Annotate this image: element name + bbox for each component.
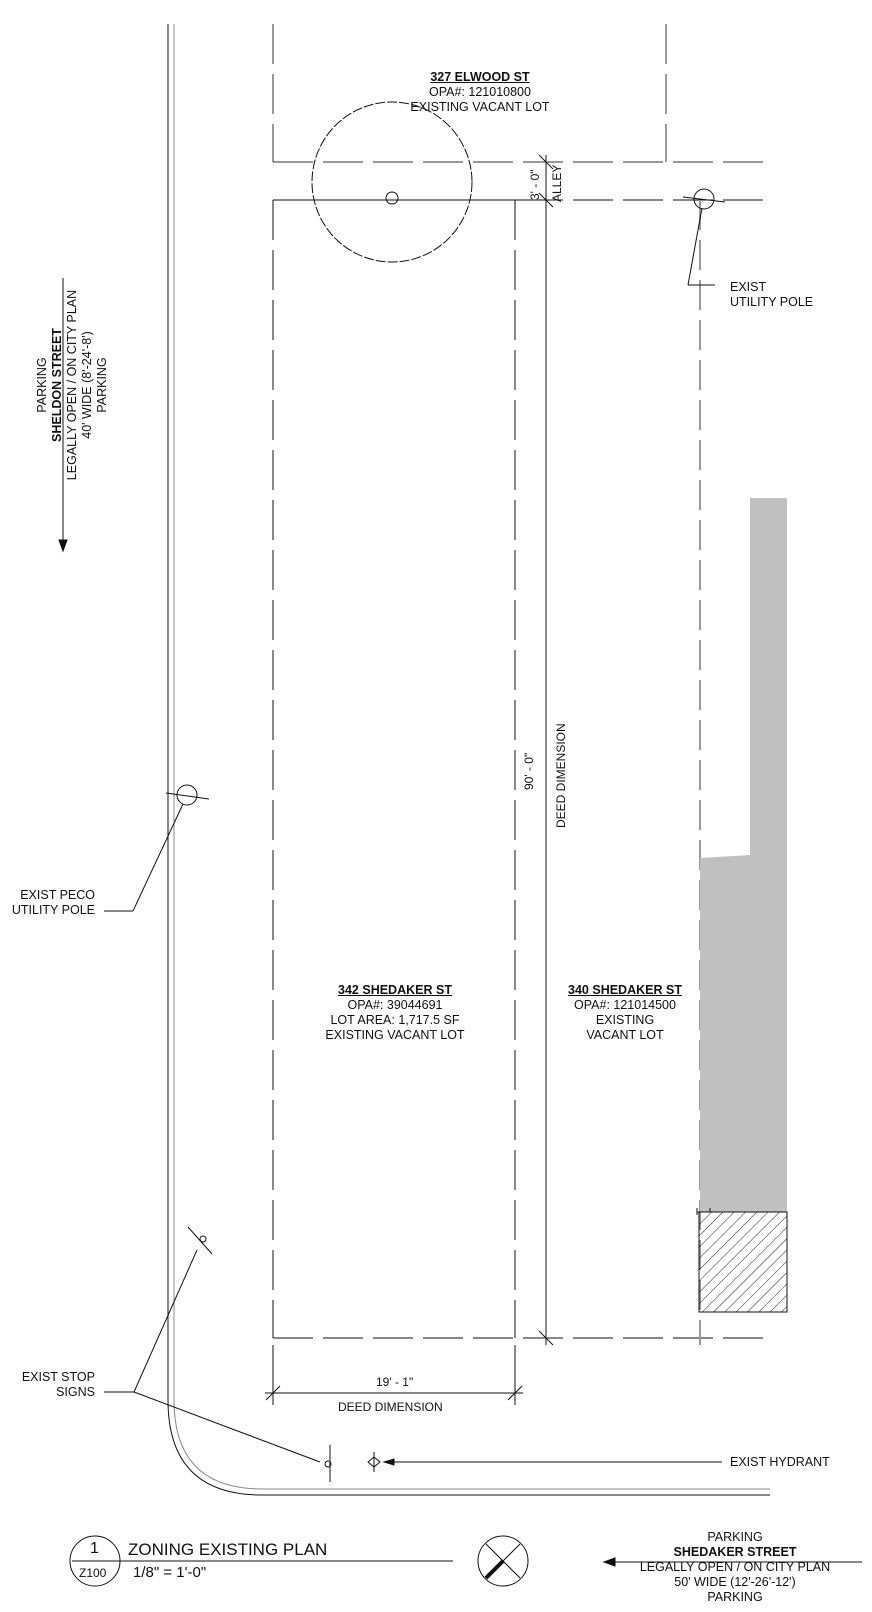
- north-arrow-icon: [477, 1535, 529, 1587]
- shedaker-legal-status: LEGALLY OPEN / ON CITY PLAN: [639, 1560, 831, 1574]
- hydrant-callout: EXIST HYDRANT: [730, 1455, 830, 1470]
- subject-lot-label: 342 SHEDAKER ST OPA#: 39044691 LOT AREA:…: [310, 983, 480, 1043]
- north-lot-opa: OPA#: 121010800: [429, 85, 531, 99]
- subject-lot-area: LOT AREA: 1,717.5 SF: [330, 1013, 460, 1027]
- peco-pole-icon: [104, 784, 210, 912]
- sheldon-street-name: SHELDON STREET: [50, 328, 64, 442]
- view-scale: 1/8" = 1'-0": [133, 1564, 207, 1581]
- east-lot-opa: OPA#: 121014500: [574, 998, 676, 1012]
- east-lot-status-1: EXISTING: [595, 1013, 655, 1027]
- peco-pole-callout-line1: EXIST PECO: [20, 888, 95, 902]
- shedaker-street-name: SHEDAKER STREET: [673, 1545, 797, 1559]
- subject-lot-opa: OPA#: 39044691: [347, 998, 443, 1012]
- shedaker-street-label: PARKING SHEDAKER STREET LEGALLY OPEN / O…: [625, 1530, 845, 1605]
- tree-canopy-icon: [311, 101, 473, 263]
- sheldon-parking-1: PARKING: [35, 357, 49, 413]
- shedaker-parking-1: PARKING: [707, 1530, 763, 1544]
- peco-pole-callout: EXIST PECO UTILITY POLE: [0, 888, 95, 918]
- north-lot-address: 327 ELWOOD ST: [430, 70, 530, 84]
- shedaker-direction-arrow: [602, 1557, 862, 1567]
- shedaker-parking-2: PARKING: [707, 1590, 763, 1604]
- adjacent-building: [700, 498, 787, 1212]
- stop-signs-callout-line2: SIGNS: [56, 1385, 95, 1399]
- subject-lot-status: EXISTING VACANT LOT: [325, 1028, 465, 1042]
- stop-sign-icon: [104, 1226, 332, 1482]
- hatched-structure: [698, 1211, 788, 1313]
- sheldon-street-label: PARKING SHELDON STREET LEGALLY OPEN / ON…: [35, 280, 110, 490]
- alley-dimension-text: 3' - 0": [528, 169, 542, 200]
- hydrant-icon: [367, 1452, 722, 1472]
- east-lot-address: 340 SHEDAKER ST: [568, 983, 682, 997]
- width-dimension-label: DEED DIMENSION: [338, 1400, 443, 1414]
- sheldon-legal-status: LEGALLY OPEN / ON CITY PLAN: [65, 289, 79, 481]
- view-sheet-ref: Z100: [79, 1566, 107, 1580]
- north-lot-status: EXISTING VACANT LOT: [410, 100, 550, 114]
- view-number: 1: [90, 1540, 99, 1557]
- depth-dimension-text: 90' - 0": [522, 752, 536, 790]
- view-number-bubble: [69, 1535, 121, 1587]
- utility-pole-callout-line2: UTILITY POLE: [730, 295, 814, 309]
- width-dimension-text: 19' - 1": [376, 1375, 414, 1389]
- stop-signs-callout-line1: EXIST STOP: [21, 1370, 95, 1384]
- subject-lot-address: 342 SHEDAKER ST: [338, 983, 452, 997]
- north-lot-boundary: [272, 24, 770, 163]
- sheldon-width: 40' WIDE (8'-24'-8'): [80, 331, 94, 439]
- east-lot-label: 340 SHEDAKER ST OPA#: 121014500 EXISTING…: [555, 983, 695, 1043]
- hydrant-callout-line1: EXIST HYDRANT: [730, 1455, 830, 1469]
- sheldon-direction-arrow: [58, 278, 68, 553]
- peco-pole-callout-line2: UTILITY POLE: [11, 903, 95, 917]
- stop-signs-callout: EXIST STOP SIGNS: [0, 1370, 95, 1400]
- view-title: ZONING EXISTING PLAN: [128, 1540, 328, 1559]
- alley-label: ALLEY: [550, 164, 564, 202]
- width-dimension-line: [265, 1345, 523, 1405]
- north-lot-label: 327 ELWOOD ST OPA#: 121010800 EXISTING V…: [395, 70, 565, 115]
- east-lot-status-2: VACANT LOT: [586, 1028, 664, 1042]
- utility-pole-icon: [682, 188, 726, 286]
- depth-dimension-line: [538, 154, 554, 1346]
- utility-pole-callout: EXIST UTILITY POLE: [730, 280, 813, 310]
- depth-dimension-label: DEED DIMENSION: [554, 723, 568, 828]
- utility-pole-callout-line1: EXIST: [730, 280, 767, 294]
- sheldon-parking-2: PARKING: [95, 357, 109, 413]
- shedaker-width: 50' WIDE (12'-26'-12'): [674, 1575, 796, 1589]
- curb-lines: [167, 24, 770, 1496]
